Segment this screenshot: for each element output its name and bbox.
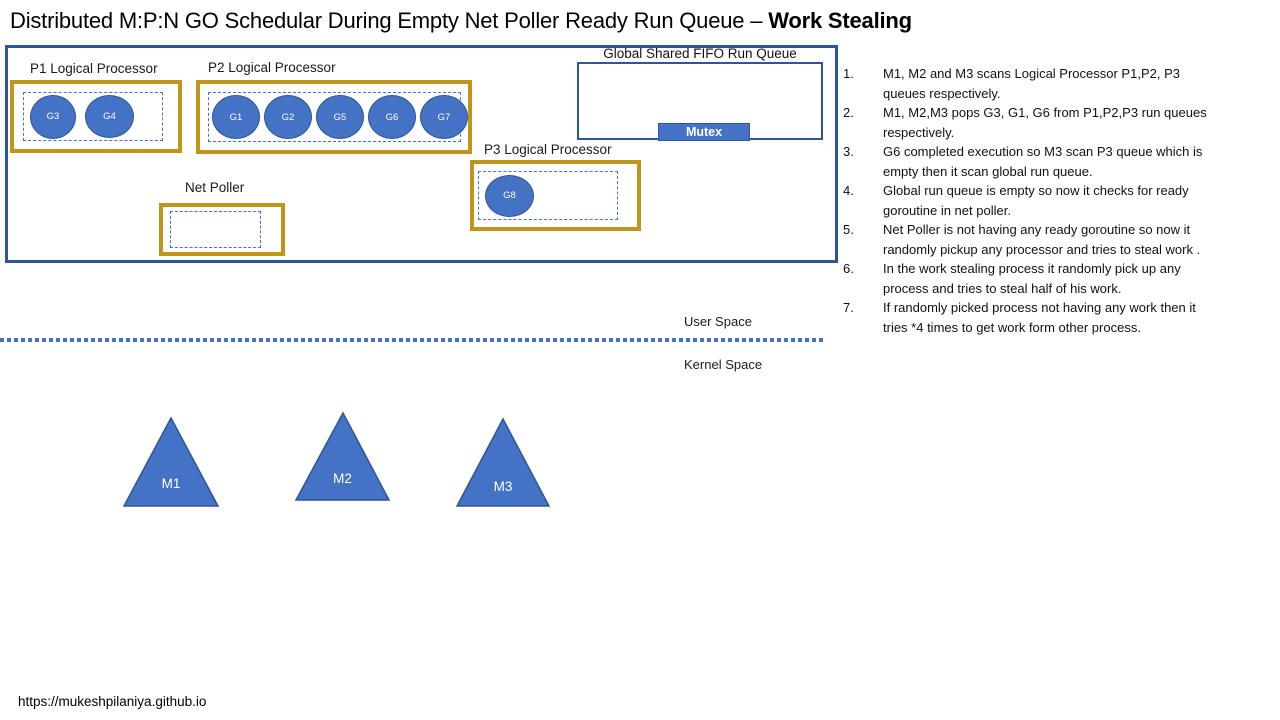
note-number: 2. [843,105,854,120]
p2-run-queue: G1 G2 G5 G6 G7 [208,92,468,142]
note-number: 6. [843,261,854,276]
kernel-space-label: Kernel Space [684,357,763,372]
p2-processor-box: G1 G2 G5 G6 G7 [196,80,472,154]
goroutine-circle: G3 [30,94,76,139]
machine-label: M3 [493,479,513,494]
net-poller-label: Net Poller [185,180,245,195]
page-title-main: Distributed M:P:N GO Schedular During Em… [10,8,769,33]
triangle-shape [294,411,391,501]
note-item: 7. If randomly picked process not having… [843,298,1267,337]
note-text: If randomly picked process not having an… [883,300,1196,335]
global-queue-label: Global Shared FIFO Run Queue [603,46,797,61]
triangle-shape [122,416,220,507]
user-kernel-divider [0,338,826,342]
machine-m3: M3 [455,417,551,508]
p1-run-queue: G3 G4 [23,92,163,141]
machine-label: M1 [161,476,181,491]
note-item: 5. Net Poller is not having any ready go… [843,220,1267,259]
note-item: 3. G6 completed execution so M3 scan P3 … [843,142,1267,181]
machine-label: M2 [333,471,352,486]
footer-url: https://mukeshpilaniya.github.io [18,694,207,709]
page-title-highlight: Work Stealing [768,8,912,33]
p3-label: P3 Logical Processor [484,142,612,157]
goroutine-circle: G4 [85,95,134,138]
note-item: 6. In the work stealing process it rando… [843,259,1267,298]
note-number: 5. [843,222,854,237]
note-item: 4. Global run queue is empty so now it c… [843,181,1267,220]
user-space-label: User Space [684,314,752,329]
goroutine-circle: G5 [316,95,364,139]
note-number: 4. [843,183,854,198]
note-text: In the work stealing process it randomly… [883,261,1181,296]
note-text: M1, M2,M3 pops G3, G1, G6 from P1,P2,P3 … [883,105,1207,140]
p1-processor-box: G3 G4 [10,80,182,153]
note-text: M1, M2 and M3 scans Logical Processor P1… [883,66,1180,101]
p3-run-queue: G8 [478,171,618,220]
note-number: 3. [843,144,854,159]
p2-label: P2 Logical Processor [208,60,336,75]
note-text: G6 completed execution so M3 scan P3 que… [883,144,1203,179]
note-item: 1. M1, M2 and M3 scans Logical Processor… [843,64,1267,103]
machine-m2: M2 [294,411,391,502]
p1-label: P1 Logical Processor [30,61,158,76]
p3-processor-box: G8 [470,160,641,231]
note-item: 2. M1, M2,M3 pops G3, G1, G6 from P1,P2,… [843,103,1267,142]
goroutine-circle: G7 [420,95,468,139]
note-number: 7. [843,300,854,315]
note-number: 1. [843,66,854,81]
net-poller-queue [170,211,261,248]
page-title: Distributed M:P:N GO Schedular During Em… [10,8,912,34]
notes-list: 1. M1, M2 and M3 scans Logical Processor… [843,64,1267,337]
note-text: Global run queue is empty so now it chec… [883,183,1189,218]
goroutine-circle: G8 [485,174,534,217]
machine-m1: M1 [122,416,220,508]
goroutine-circle: G2 [264,95,312,139]
goroutine-circle: G1 [212,95,260,139]
triangle-shape [455,417,551,507]
goroutine-circle: G6 [368,95,416,139]
net-poller-box [159,203,285,256]
mutex-badge: Mutex [658,123,750,141]
note-text: Net Poller is not having any ready gorou… [883,222,1201,257]
